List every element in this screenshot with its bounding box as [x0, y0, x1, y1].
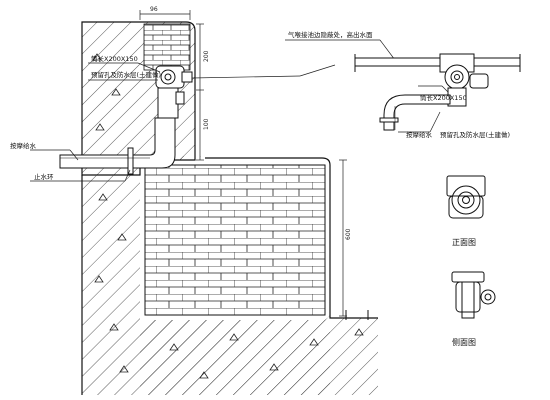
front-view-figure — [446, 175, 486, 219]
dim-height-middle: 100 — [203, 118, 210, 130]
detail-assembly — [354, 53, 521, 131]
pipe-stub — [345, 310, 369, 320]
label-side-view: 侧面图 — [452, 337, 476, 347]
label-massage-supply-main: 按摩给水 — [10, 141, 37, 150]
label-nozzle-inlet: 气喉接池边隐蔽处，高出水面 — [288, 30, 373, 39]
detail-leaders — [398, 85, 449, 133]
label-reserved-hole-detail: 预留孔及防水层(土建做) — [440, 130, 510, 139]
label-water-stop-ring: 止水环 — [34, 172, 54, 181]
dim-height-lower: 600 — [345, 228, 352, 240]
side-view-figure — [451, 271, 496, 319]
leader-lines — [30, 39, 396, 182]
label-reserved-hole-main: 预留孔及防水层(土建做) — [91, 70, 161, 79]
brick-top-cap — [143, 23, 191, 71]
brick-pool-wall — [144, 164, 326, 316]
label-box-size-main: 筒长X200X150 — [91, 54, 138, 63]
dim-top-width: 96 — [150, 6, 158, 13]
dim-height-upper: 200 — [203, 50, 210, 62]
label-massage-supply-detail: 按摩给水 — [406, 130, 433, 139]
dimension-lines — [139, 10, 347, 317]
label-front-view: 正面图 — [452, 238, 476, 247]
label-box-size-detail: 筒长X200X150 — [420, 93, 467, 102]
massage-nozzle-assembly — [59, 65, 193, 175]
